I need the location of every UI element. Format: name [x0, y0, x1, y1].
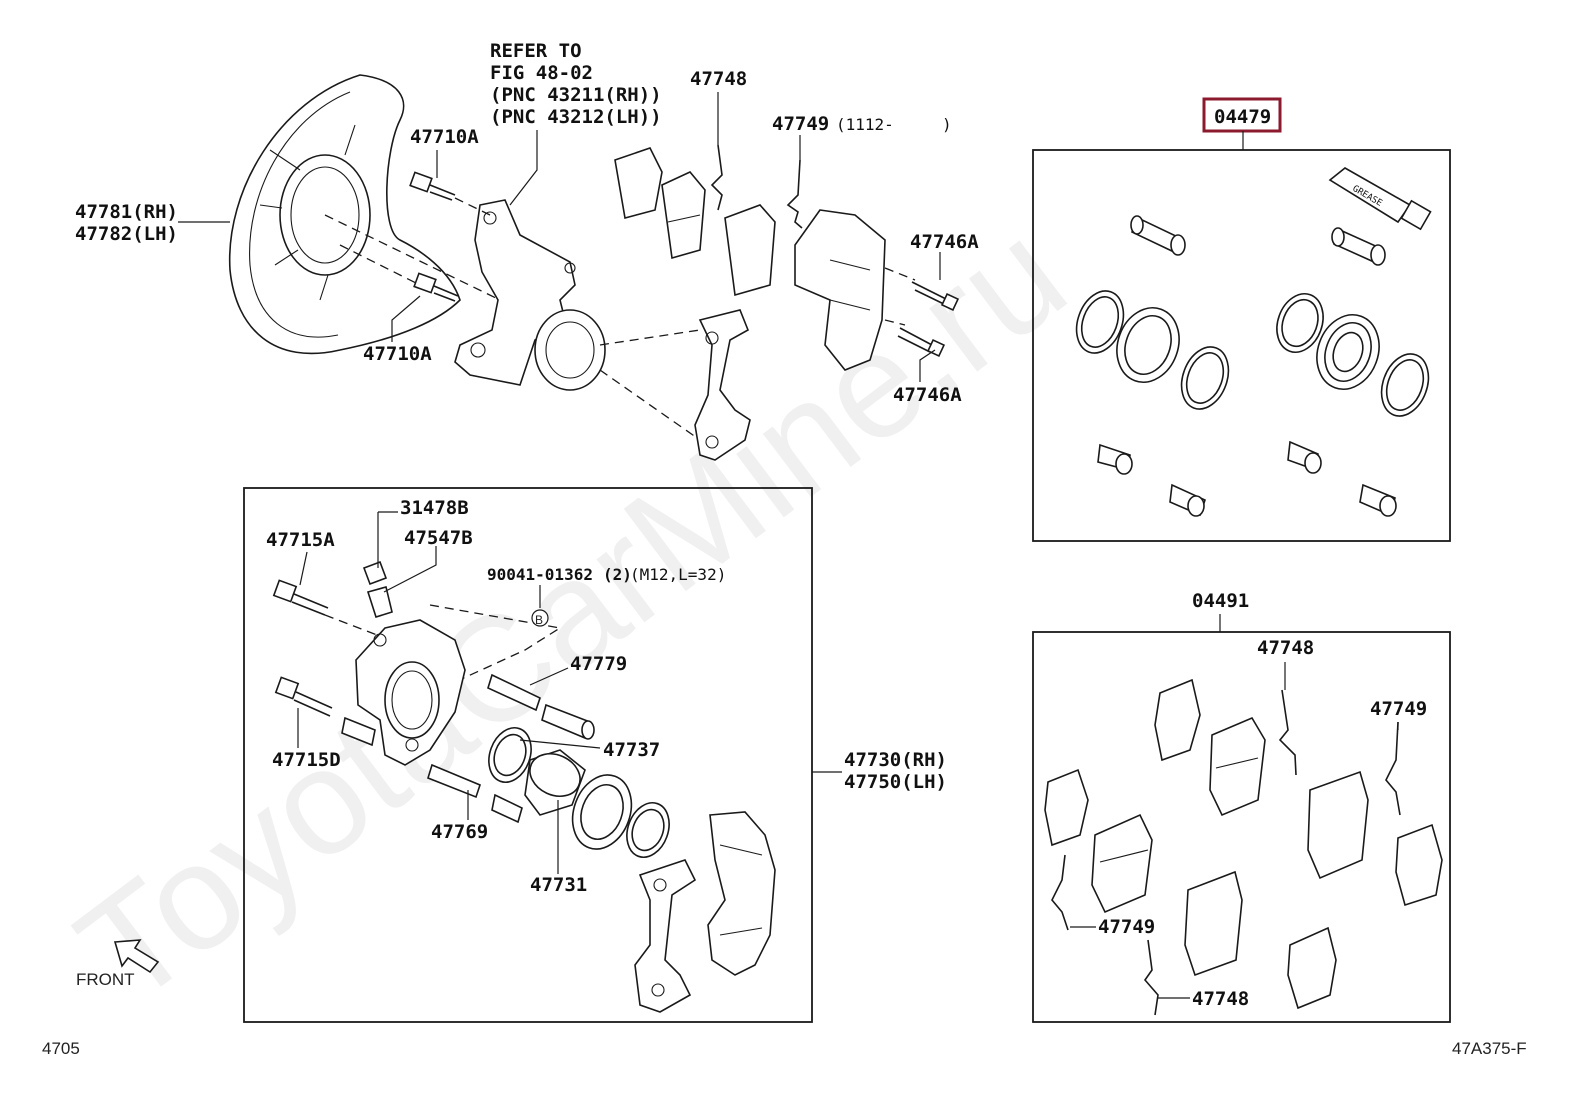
- bolt-47715a: [272, 579, 329, 616]
- shim-2: [1395, 823, 1443, 907]
- label-04479: 04479: [1214, 106, 1271, 128]
- caliper-support: [707, 811, 776, 976]
- label-47749-top: 47749: [772, 113, 829, 135]
- front-label: FRONT: [76, 970, 135, 989]
- spring-47749-kit-left: [1051, 854, 1069, 931]
- label-47781: 47781(RH): [75, 201, 178, 223]
- bolt-47710a-upper: [409, 171, 456, 201]
- grease-tube: GREASE: [1328, 167, 1432, 231]
- label-47782: 47782(LH): [75, 223, 178, 245]
- seal-ring-2: [1180, 346, 1230, 410]
- guide-pin-47769: [427, 763, 481, 799]
- dust-seal-ring: [626, 802, 670, 858]
- pin-boot-3: [1287, 440, 1322, 474]
- piston-boot-1: [1116, 307, 1180, 383]
- pin-boot-47769: [491, 793, 523, 824]
- kit-box-04479: [1032, 149, 1451, 542]
- piston-boot: [571, 774, 633, 850]
- caliper-mounting-bracket: [694, 309, 751, 461]
- label-47746a-top: 47746A: [910, 231, 979, 253]
- marker-b-circle: [531, 609, 549, 627]
- label-47731: 47731: [530, 874, 587, 896]
- caliper-body: [355, 619, 466, 766]
- pin-boot-1: [1097, 443, 1133, 475]
- label-47748-kit-top: 47748: [1257, 637, 1314, 659]
- label-47746a-bottom: 47746A: [893, 384, 962, 406]
- label-47710a-bottom: 47710A: [363, 343, 432, 365]
- caliper-body-top: [794, 209, 886, 371]
- seal-47737: [488, 727, 532, 783]
- label-90041-qty: (2): [603, 565, 632, 584]
- label-47749-kit-right: 47749: [1370, 698, 1427, 720]
- highlight-box-04479: [1202, 97, 1282, 133]
- refer-line-1: REFER TO: [490, 40, 582, 62]
- brake-pad-top-1: [614, 147, 663, 219]
- piston-47731: [524, 749, 586, 816]
- label-47749-kit-left: 47749: [1098, 916, 1155, 938]
- refer-line-2: FIG 48-02: [490, 62, 593, 84]
- piston-boot-2: [1316, 314, 1380, 390]
- label-31478b: 31478B: [400, 497, 469, 519]
- pin-boot-2: [1169, 483, 1206, 517]
- label-47715d: 47715D: [272, 749, 341, 771]
- label-04491: 04491: [1192, 590, 1249, 612]
- label-47715a: 47715A: [266, 529, 335, 551]
- bolt-47746a-upper: [911, 281, 960, 312]
- bleeder-plug-47547b: [366, 586, 393, 619]
- pad-3: [1091, 813, 1153, 914]
- bolt-47715d: [274, 676, 333, 717]
- bleeder-cap-31478b: [362, 560, 388, 586]
- drawing-reference: 47A375-F: [1452, 1039, 1527, 1058]
- shim-3: [1044, 768, 1089, 847]
- label-47748-kit-bottom: 47748: [1192, 988, 1249, 1010]
- refer-line-4: (PNC 43212(LH)): [490, 106, 662, 128]
- mounting-bracket-caliper: [634, 859, 697, 1013]
- label-47779: 47779: [570, 653, 627, 675]
- guide-pin-47779: [487, 673, 541, 712]
- marker-b: B: [535, 613, 543, 627]
- brake-pad-top-3: [724, 204, 776, 297]
- pad-4: [1184, 870, 1243, 977]
- steering-knuckle: [454, 199, 606, 391]
- guide-pin-left: [1130, 215, 1186, 256]
- seal-ring-3: [1276, 293, 1324, 353]
- bolt-47710a-lower: [413, 272, 459, 302]
- anti-rattle-spring-47749: [786, 159, 803, 229]
- label-47748-top: 47748: [690, 68, 747, 90]
- guide-pin-right: [1331, 227, 1386, 266]
- caliper-assembly-box: [243, 487, 813, 1023]
- front-arrow-icon: [113, 939, 160, 974]
- kit-box-04491: [1032, 631, 1451, 1023]
- seal-ring-1: [1075, 290, 1125, 354]
- pin-boot-4: [1359, 483, 1397, 517]
- label-47769: 47769: [431, 821, 488, 843]
- label-47547b: 47547B: [404, 527, 473, 549]
- shim-1: [1154, 678, 1201, 762]
- label-47749-top-note: (1112- ): [836, 115, 952, 134]
- shim-4: [1287, 926, 1337, 1010]
- dust-cover: [228, 74, 461, 355]
- label-47710a-top: 47710A: [410, 126, 479, 148]
- shim-clip-47748: [710, 144, 723, 211]
- label-47737: 47737: [603, 739, 660, 761]
- pad-1: [1209, 716, 1266, 817]
- figure-number: 4705: [42, 1039, 80, 1058]
- brake-pad-top-2: [661, 171, 706, 260]
- pin-boot-caliper: [541, 703, 595, 740]
- refer-line-3: (PNC 43211(RH)): [490, 84, 662, 106]
- label-90041: 90041-01362: [487, 565, 593, 584]
- clip-47748-kit-top: [1278, 689, 1297, 776]
- boot-small: [341, 716, 376, 747]
- pad-2: [1307, 770, 1369, 880]
- spring-47749-kit-right: [1385, 721, 1401, 816]
- label-90041-note: (M12,L=32): [630, 565, 726, 584]
- clip-47748-kit-bottom: [1143, 939, 1159, 1016]
- label-47750: 47750(LH): [844, 771, 947, 793]
- seal-ring-4: [1380, 353, 1430, 417]
- label-47730: 47730(RH): [844, 749, 947, 771]
